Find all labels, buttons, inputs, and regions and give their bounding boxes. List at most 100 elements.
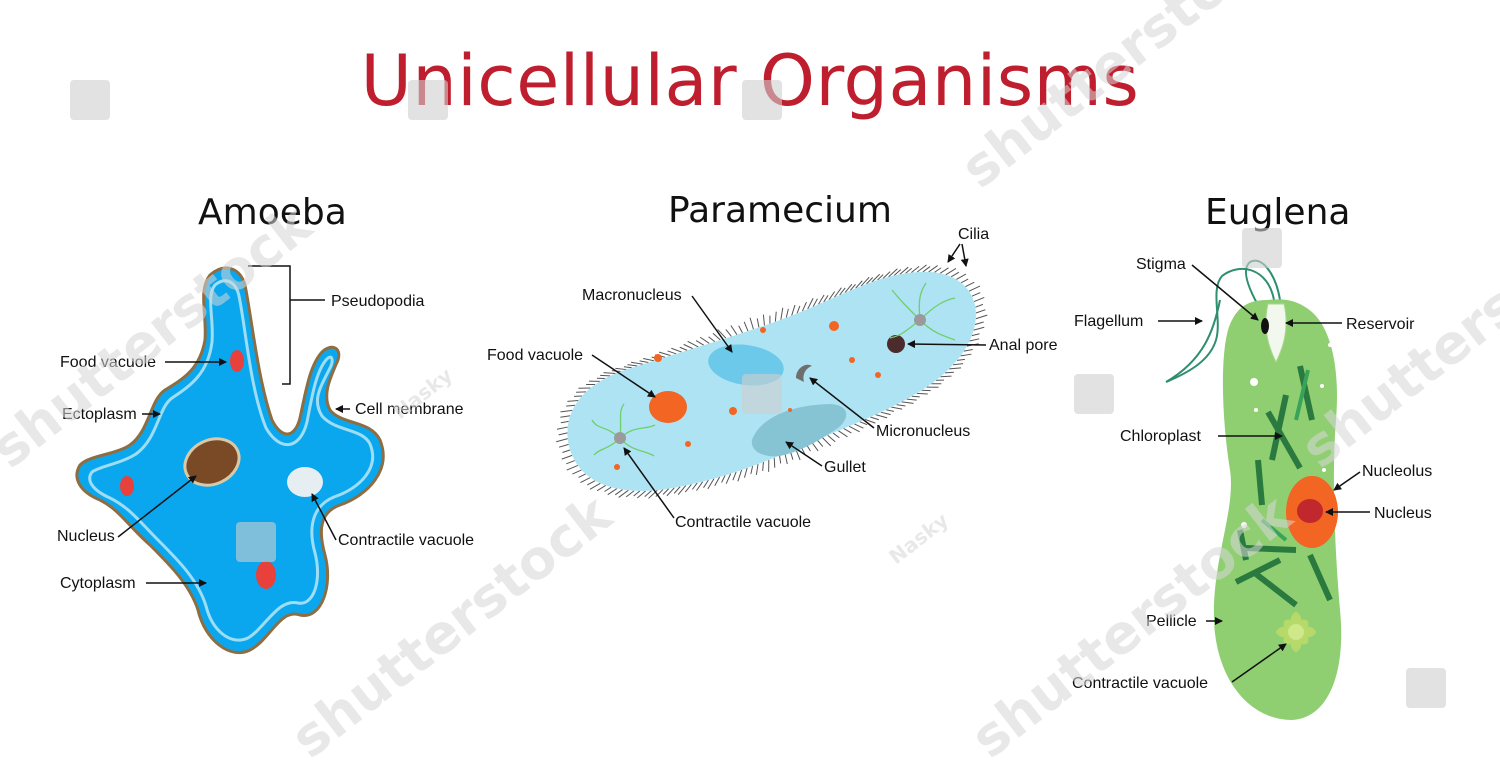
paramecium-anal-pore-shape bbox=[887, 335, 905, 353]
cilium bbox=[596, 485, 606, 492]
cilium bbox=[796, 305, 801, 314]
cilium bbox=[737, 469, 743, 482]
cilium bbox=[604, 486, 612, 492]
label-flagellum: Flagellum bbox=[1074, 313, 1143, 330]
cilium bbox=[975, 309, 986, 314]
cilium bbox=[812, 298, 818, 307]
cilium bbox=[968, 285, 981, 292]
label-euglena-contractile-vacuole: Contractile vacuole bbox=[1072, 675, 1208, 692]
cilium bbox=[975, 303, 984, 308]
cilium bbox=[721, 475, 726, 483]
cilium bbox=[877, 274, 884, 281]
cilium bbox=[827, 434, 836, 443]
euglena-flagellum-loop bbox=[1165, 267, 1275, 383]
cilium bbox=[816, 439, 824, 447]
label-nucleolus: Nucleolus bbox=[1362, 463, 1432, 480]
cilium bbox=[882, 271, 891, 279]
watermark-brand-bottom: shutterstock bbox=[279, 482, 624, 763]
label-reservoir: Reservoir bbox=[1346, 316, 1415, 333]
cilium bbox=[973, 296, 985, 303]
arrow-gullet bbox=[785, 441, 823, 467]
cilium bbox=[832, 432, 840, 439]
euglena-heading: Euglena bbox=[1205, 192, 1351, 233]
cilium bbox=[714, 476, 721, 487]
cilium bbox=[773, 457, 776, 468]
label-chloroplast: Chloroplast bbox=[1120, 428, 1201, 445]
pseudopodia-bracket bbox=[248, 265, 325, 385]
arrow-cilia-2 bbox=[960, 243, 969, 267]
cilium bbox=[911, 395, 920, 398]
cilium bbox=[644, 490, 652, 498]
label-micronucleus: Micronucleus bbox=[876, 423, 970, 440]
euglena-granules bbox=[1241, 343, 1332, 528]
cilium bbox=[560, 415, 571, 418]
cilium bbox=[566, 460, 575, 465]
cilium bbox=[643, 357, 655, 362]
cilium bbox=[844, 283, 853, 294]
paramecium-micronucleus-shape bbox=[796, 364, 812, 382]
cilium bbox=[725, 473, 732, 484]
cilium bbox=[658, 351, 671, 356]
cilium bbox=[636, 490, 646, 499]
label-gullet: Gullet bbox=[824, 459, 866, 476]
cilium bbox=[870, 416, 880, 421]
cilium bbox=[749, 317, 754, 330]
cilium bbox=[960, 278, 969, 284]
cilium bbox=[843, 428, 852, 434]
label-anal-pore: Anal pore bbox=[989, 337, 1058, 354]
cilium bbox=[975, 314, 988, 320]
cilium bbox=[572, 469, 582, 475]
cilium bbox=[662, 488, 670, 495]
amoeba-diagram: Pseudopodia Food vacuole Ectoplasm Cell … bbox=[57, 265, 474, 655]
cilium bbox=[960, 353, 972, 357]
amoeba-food-vacuole-bottom bbox=[256, 561, 276, 589]
arrow-paramecium-contractile-vacuole bbox=[623, 447, 675, 519]
arrow-macronucleus bbox=[691, 295, 733, 353]
cilium bbox=[944, 371, 954, 374]
cilium bbox=[971, 292, 981, 297]
cilium bbox=[589, 482, 601, 490]
watermark-brand-top-right: shutterstock bbox=[949, 0, 1294, 200]
cilium bbox=[625, 490, 635, 498]
cilium bbox=[784, 453, 788, 465]
cilium bbox=[695, 340, 705, 346]
amoeba-food-vacuole-top bbox=[230, 350, 244, 372]
cilium bbox=[949, 367, 962, 370]
cilium bbox=[905, 267, 913, 274]
cilium bbox=[558, 443, 569, 448]
label-ectoplasm: Ectoplasm bbox=[62, 406, 137, 423]
cilium bbox=[945, 268, 957, 276]
cilium bbox=[578, 473, 586, 478]
paramecium-contractile-vacuole-right-center bbox=[914, 314, 926, 326]
label-amoeba-contractile-vacuole: Contractile vacuole bbox=[338, 532, 474, 549]
cilium bbox=[973, 326, 985, 331]
paramecium-cilia bbox=[556, 264, 988, 499]
cilium bbox=[691, 482, 698, 490]
cilium bbox=[807, 297, 814, 310]
cilium bbox=[888, 268, 898, 278]
cilium bbox=[750, 465, 754, 474]
arrow-cilia-1 bbox=[947, 243, 961, 263]
cilium bbox=[875, 414, 888, 419]
cilium bbox=[673, 486, 681, 494]
label-paramecium-contractile-vacuole: Contractile vacuole bbox=[675, 514, 811, 531]
cilium bbox=[762, 314, 765, 326]
cilium bbox=[849, 284, 856, 291]
cilium bbox=[615, 367, 627, 371]
label-pseudopodia: Pseudopodia bbox=[331, 293, 425, 310]
paramecium-food-vacuole-shape bbox=[649, 391, 687, 423]
cilium bbox=[762, 461, 764, 471]
cilium bbox=[963, 349, 973, 352]
cilium bbox=[566, 464, 579, 471]
cilium bbox=[916, 264, 927, 273]
cilium bbox=[785, 308, 789, 318]
amoeba-contractile-vacuole-shape bbox=[287, 467, 323, 497]
cilium bbox=[684, 483, 692, 493]
paramecium-gullet-shape bbox=[751, 404, 847, 457]
watermark-badges bbox=[70, 80, 1446, 708]
cilium bbox=[922, 266, 931, 273]
cilium bbox=[906, 398, 917, 401]
arrow-euglena-contractile-vacuole bbox=[1231, 643, 1287, 683]
amoeba-ectoplasm-layer bbox=[88, 279, 375, 642]
